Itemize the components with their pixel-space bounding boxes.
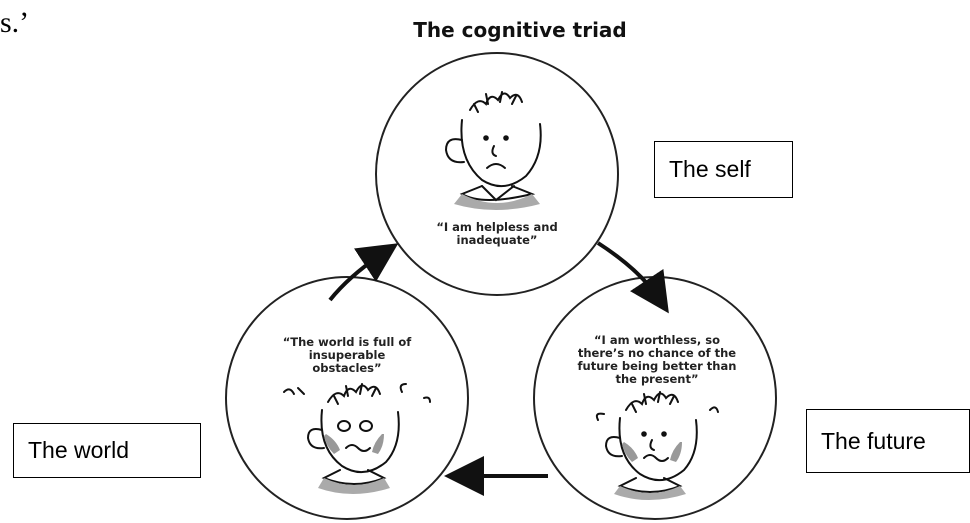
arrow-self-to-future [596,241,669,314]
future-shirt-shade [614,486,686,500]
self-face-icon [444,91,542,202]
world-shirt-shade [318,478,390,494]
diagram-title: The cognitive triad [413,18,627,42]
future-cheek-shade [622,442,682,462]
arrow-world-to-self [328,243,399,302]
label-the-world: The world [13,423,201,478]
future-face-icon [595,391,719,493]
label-the-self: The self [654,141,793,198]
world-cheek-shade [324,434,384,454]
circle-world [225,276,469,520]
circle-self [375,52,619,296]
future-quote: “I am worthless, so there’s no chance of… [577,333,737,386]
self-quote: “I am helpless and inadequate” [436,220,558,247]
world-face-icon [283,383,431,485]
label-the-future: The future [806,409,970,473]
world-quote: “The world is full of insuperable obstac… [282,335,412,375]
self-shirt-shade [454,194,540,210]
text-fragment: s.’ [0,6,30,39]
